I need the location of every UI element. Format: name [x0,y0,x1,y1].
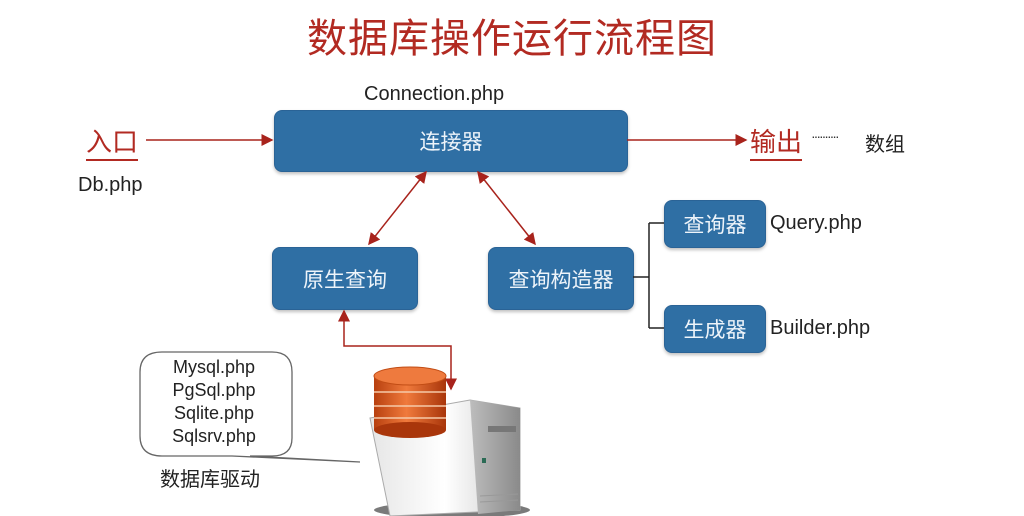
output-label: 输出 [750,122,803,161]
native-db-arrow [338,309,457,391]
output-result-label: 数组 [865,134,905,156]
driver-file: Sqlite.php [173,403,255,423]
entry-label: 入口 [86,122,139,161]
query-box[interactable]: 查询器 [664,200,766,248]
driver-file-list: Mysql.php PgSql.php Sqlite.php Sqlsrv.ph… [150,356,278,448]
query-builder-box[interactable]: 查询构造器 [488,247,634,310]
native-query-label: 原生查询 [303,267,387,292]
driver-file: PgSql.php [172,380,256,400]
query-builder-label: 查询构造器 [508,267,614,292]
query-box-label: 查询器 [683,213,747,237]
connector-native-arrow [368,170,427,246]
driver-speech-bubble [139,351,361,463]
output-dotted-connector: ·········· [811,128,840,144]
driver-file: Mysql.php [172,357,256,377]
connector-box[interactable]: 连接器 [274,110,628,172]
driver-caption: 数据库驱动 [160,469,260,491]
entry-file-label: Db.php [78,174,143,196]
builder-file-label: Builder.php [770,317,871,339]
native-query-box[interactable]: 原生查询 [272,247,418,310]
query-file-label: Query.php [770,212,862,234]
page-title: 数据库操作运行流程图 [307,16,717,62]
driver-file: Sqlsrv.php [172,426,256,446]
builder-box-label: 生成器 [683,318,747,342]
connector-builder-arrow [477,170,536,246]
database-server-icon [369,366,530,516]
connector-label: 连接器 [419,130,483,154]
builder-box[interactable]: 生成器 [664,305,766,353]
connection-file-label: Connection.php [364,83,505,105]
